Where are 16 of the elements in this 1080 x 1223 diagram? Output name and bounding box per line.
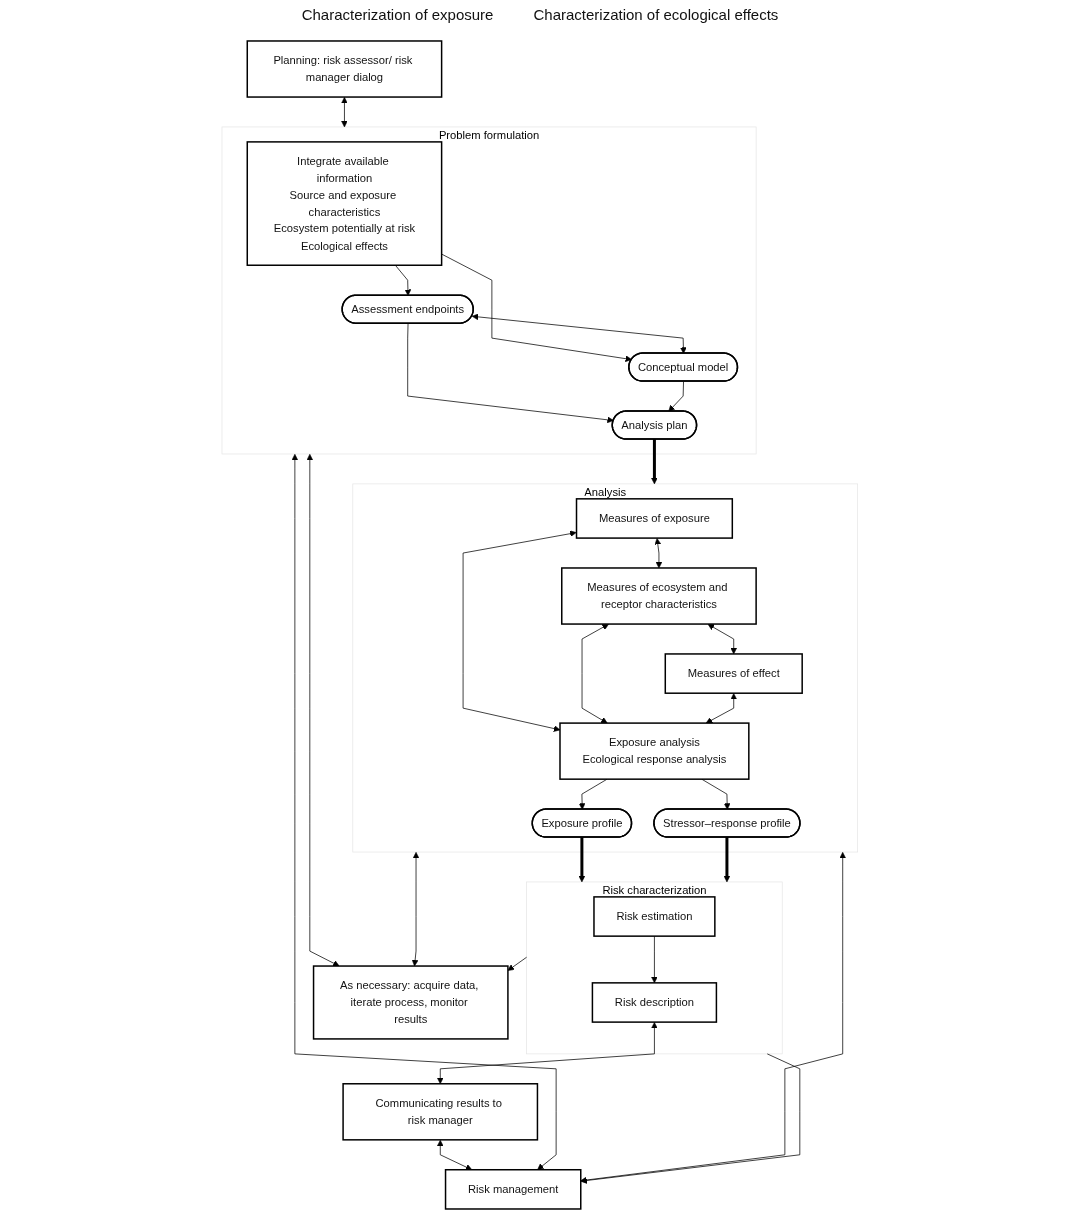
arrow [723,836,731,882]
node-box: Exposure analysis Ecological response analysis [559,721,750,780]
node-box: Measures of ecosystem and receptor characteristics [561,566,758,625]
node-box: Risk estimation [593,895,716,937]
node-box: Communicating results to risk manager [342,1082,539,1141]
node-box: As necessary: acquire data, iterate process, monitor results [313,964,509,1040]
arrow [651,438,658,484]
node-box: Measures of effect [664,652,804,694]
arrow [578,836,586,882]
node-box: Risk description [591,981,718,1023]
node-box: Risk management [444,1168,582,1210]
node-box: Integrate available information Source and exposure characteristics Ecosystem potentially at risk Ecological effects [246,140,443,266]
node-box: Measures of exposure [575,497,734,539]
node-box: Planning: risk assessor/ risk manager dialog [246,39,443,98]
section-heading: Characterization of exposure [301,6,494,25]
section-heading: Characterization of ecological effects [533,6,779,25]
